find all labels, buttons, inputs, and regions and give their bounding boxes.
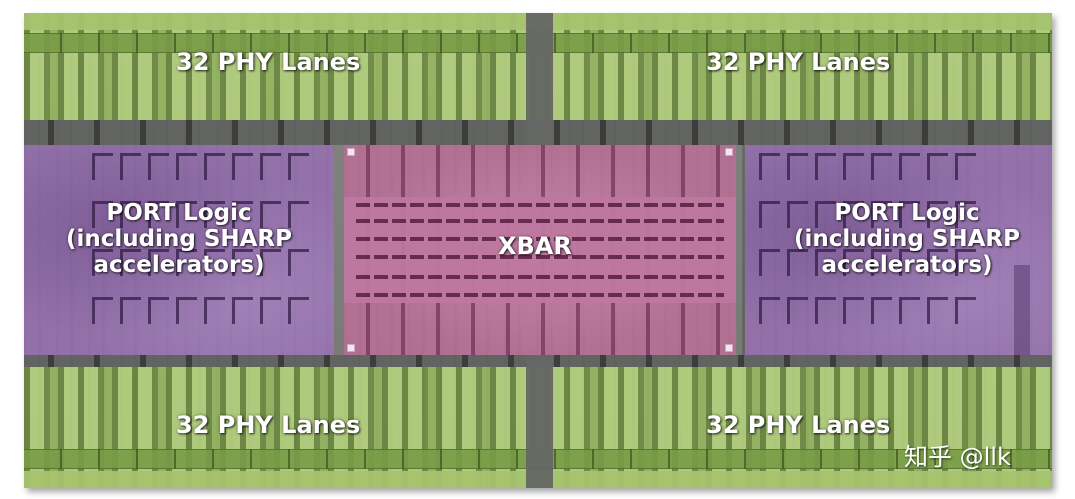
xbar-row-line — [356, 203, 724, 207]
xbar-corner-marker — [725, 148, 733, 156]
port-right-line-3: accelerators) — [821, 251, 993, 278]
port-cell-grid-right — [759, 153, 977, 339]
watermark: 知乎 @llk — [904, 443, 1011, 471]
label-xbar: XBAR — [498, 232, 572, 260]
chip-die: 32 PHY Lanes 32 PHY Lanes PORT Logic (in… — [24, 13, 1052, 488]
label-port-logic-right: PORT Logic (including SHARP accelerators… — [766, 200, 1048, 278]
xbar-row-line — [356, 293, 724, 297]
port-right-block — [1014, 265, 1030, 357]
port-logic-region-right — [745, 145, 1052, 357]
xbar-corner-marker — [725, 344, 733, 352]
port-cell-grid-left — [92, 153, 310, 339]
port-left-line-1: PORT Logic — [106, 200, 252, 226]
port-logic-region-left — [24, 145, 334, 355]
port-left-line-2: (including SHARP — [65, 225, 293, 252]
xbar-row-line — [356, 255, 724, 259]
xbar-row-line — [356, 219, 724, 223]
label-phy-bottom-right: 32 PHY Lanes — [706, 411, 891, 439]
port-right-line-2: (including SHARP — [793, 225, 1021, 252]
label-port-logic-left: PORT Logic (including SHARP accelerators… — [38, 200, 320, 278]
xbar-center-band — [344, 197, 736, 303]
label-phy-top-left: 32 PHY Lanes — [176, 48, 361, 76]
port-right-line-1: PORT Logic — [834, 200, 980, 226]
label-phy-top-right: 32 PHY Lanes — [706, 48, 891, 76]
vertical-divider-bottom — [526, 355, 553, 488]
label-phy-bottom-left: 32 PHY Lanes — [176, 411, 361, 439]
xbar-corner-marker — [347, 344, 355, 352]
vertical-divider-top — [526, 13, 553, 145]
xbar-row-line — [356, 237, 724, 241]
xbar-row-line — [356, 275, 724, 279]
port-left-line-3: accelerators) — [93, 251, 265, 278]
xbar-corner-marker — [347, 148, 355, 156]
xbar-region — [344, 145, 736, 355]
